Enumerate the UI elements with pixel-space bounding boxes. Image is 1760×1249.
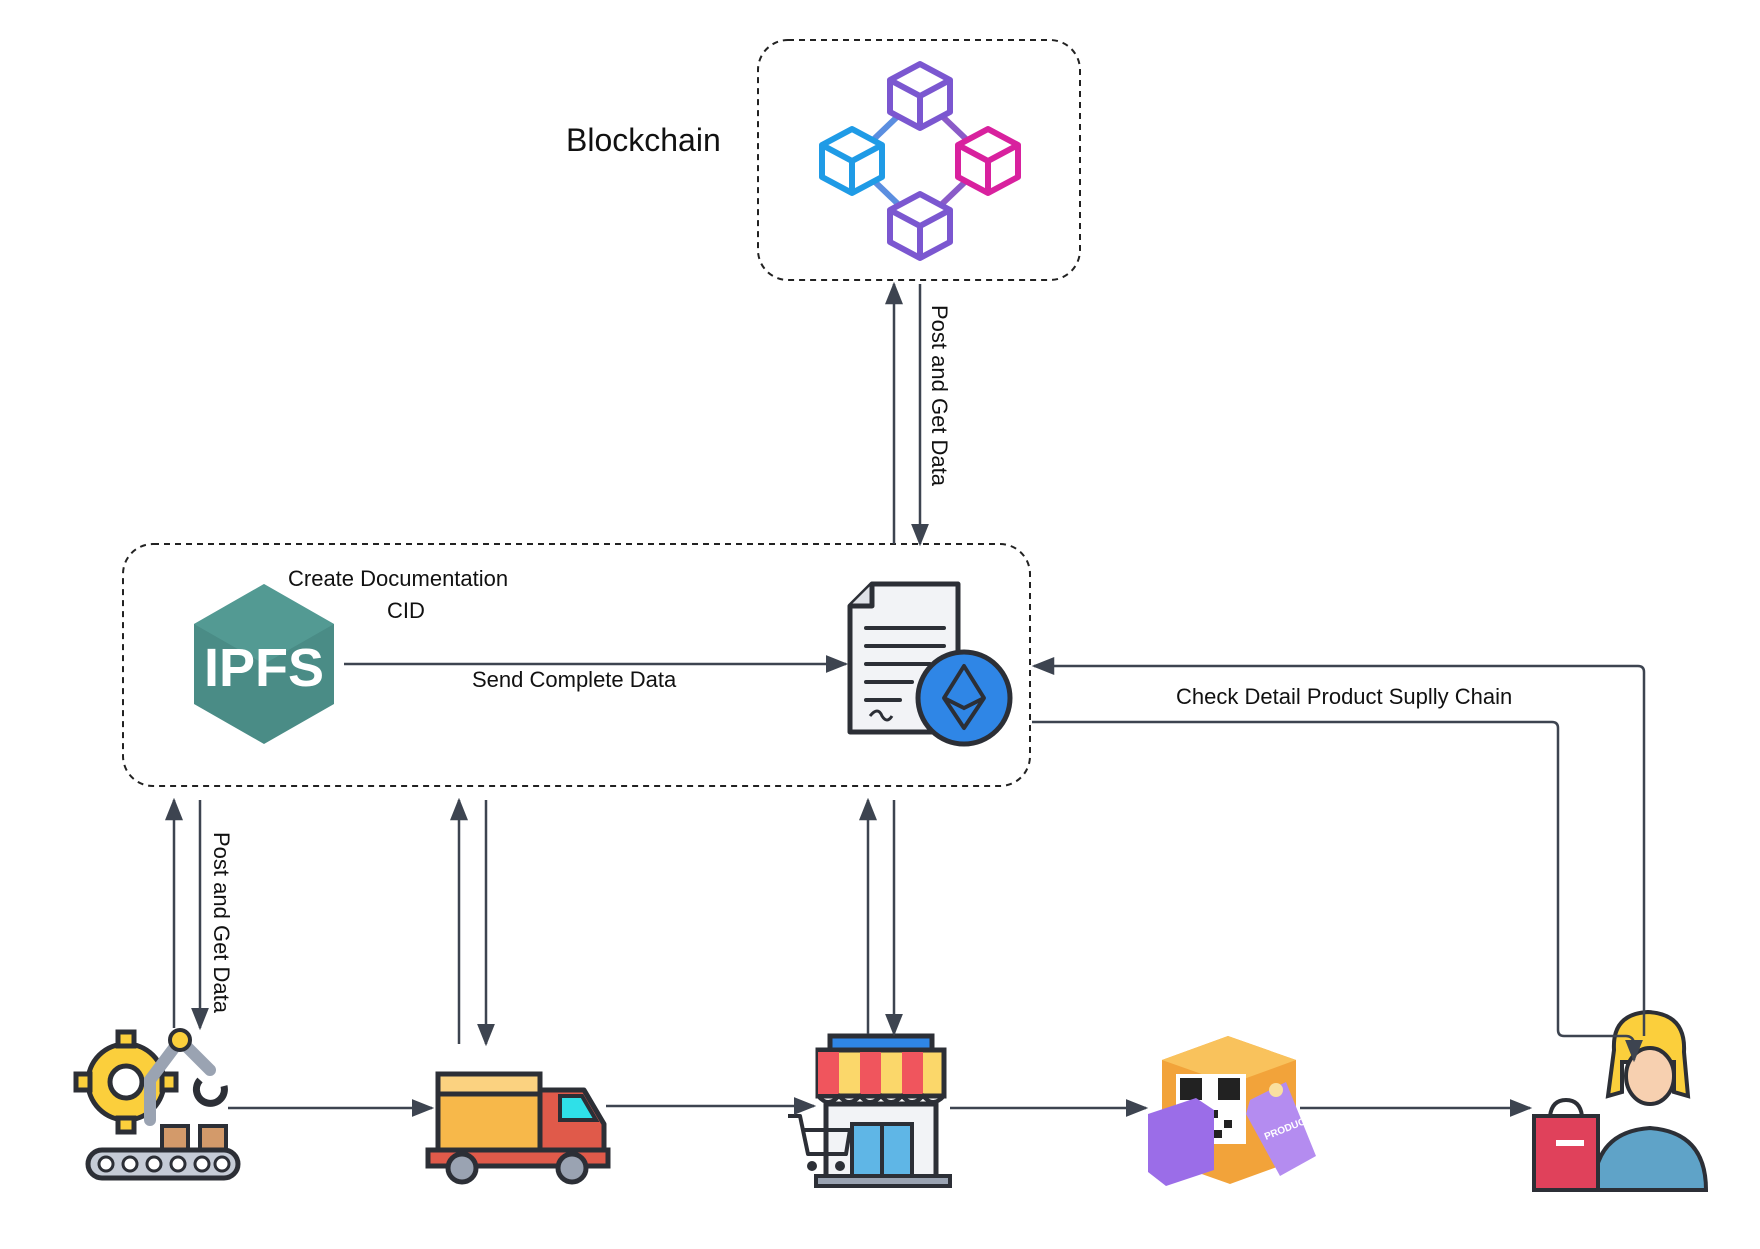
ipfs-contract-container [122, 543, 1031, 787]
post-get-data-top-label: Post and Get Data [927, 305, 952, 486]
factory-robot-arm-icon [73, 1028, 241, 1181]
blockchain-container [757, 39, 1081, 281]
ethereum-smart-contract-icon [847, 581, 1013, 747]
send-complete-data-label: Send Complete Data [472, 667, 677, 692]
customer-shopping-icon [1532, 1009, 1709, 1192]
qr-product-package-icon: PRODUCT [1148, 1036, 1316, 1186]
blockchain-network-icon [819, 61, 1021, 261]
arrow-customer-to-contract [1031, 657, 1646, 1036]
blockchain-label: Blockchain [566, 122, 721, 158]
retail-store-icon [788, 1033, 952, 1188]
cid-label: CID [387, 598, 425, 623]
ipfs-logo-icon: IPFS [194, 584, 334, 744]
check-detail-label: Check Detail Product Suplly Chain [1176, 684, 1513, 709]
delivery-truck-icon [425, 1071, 611, 1185]
arrow-contract-to-customer [1032, 720, 1643, 1063]
create-documentation-label: Create Documentation [288, 566, 509, 591]
post-get-data-left-label: Post and Get Data [209, 832, 234, 1013]
ipfs-logo-text: IPFS [204, 638, 324, 698]
